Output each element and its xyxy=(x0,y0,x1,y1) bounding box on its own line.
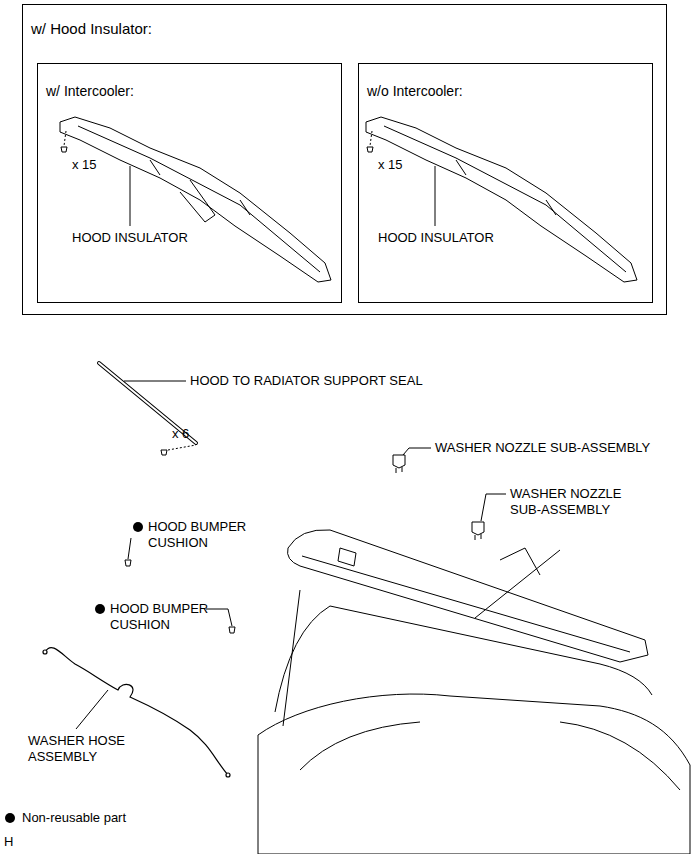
cushion-symbol xyxy=(125,560,131,566)
part-label: x 15 xyxy=(72,157,132,173)
washer-nozzle-detail xyxy=(396,467,402,473)
box-heading: w/o Intercooler: xyxy=(367,82,652,100)
washer-nozzle-symbol xyxy=(393,455,405,468)
engine-bay-edge xyxy=(275,606,652,712)
legend-text: Non-reusable part xyxy=(22,810,126,826)
leader-line xyxy=(206,609,232,626)
washer-nozzle-symbol xyxy=(472,522,484,535)
hood-insulator-w-intercooler xyxy=(60,117,331,282)
hood-emblem xyxy=(338,548,356,566)
washer-nozzles xyxy=(393,448,506,540)
insulator-panel xyxy=(60,117,331,282)
part-label: WASHER NOZZLE SUB-ASSEMBLY xyxy=(435,440,675,456)
seal-group xyxy=(99,363,196,455)
non-reusable-dot xyxy=(133,522,143,532)
leader-line xyxy=(124,381,186,382)
vehicle-illustration xyxy=(258,530,690,854)
part-label: WASHER NOZZLE SUB-ASSEMBLY xyxy=(510,486,630,518)
hood-hinge-line xyxy=(475,550,560,618)
washer-nozzle-detail xyxy=(475,534,481,540)
part-label: HOOD INSULATOR xyxy=(72,230,232,246)
part-label: HOOD TO RADIATOR SUPPORT SEAL xyxy=(190,373,450,389)
insulator-rib xyxy=(456,160,556,215)
part-label: HOOD INSULATOR xyxy=(378,230,538,246)
insulator-rib xyxy=(150,160,250,215)
screw-symbol xyxy=(61,147,67,152)
insulator-panel xyxy=(366,117,637,282)
option-box: w/ Intercooler: xyxy=(37,63,342,303)
screw-leader xyxy=(64,131,66,146)
figure-code: H xyxy=(4,834,24,850)
leader-line xyxy=(403,448,431,455)
screw-leader xyxy=(168,445,196,450)
cushion-symbol xyxy=(229,627,235,633)
insulator-rib xyxy=(384,126,626,272)
part-label: HOOD BUMPER CUSHION xyxy=(148,519,253,551)
hood-edge xyxy=(302,556,630,652)
screw-leader xyxy=(370,131,372,146)
legend-swatch xyxy=(5,813,15,823)
leader-line xyxy=(481,494,506,521)
hood-stay xyxy=(283,590,300,726)
fender-line xyxy=(300,722,680,790)
screw-symbol xyxy=(367,147,373,152)
insulator-flap xyxy=(180,180,215,222)
vehicle-body xyxy=(258,694,690,854)
box-heading: w/ Intercooler: xyxy=(46,82,341,100)
screw-symbol xyxy=(161,450,167,455)
hood-insulator-wo-intercooler xyxy=(366,117,637,282)
hose-end xyxy=(226,773,230,777)
part-label: WASHER HOSE ASSEMBLY xyxy=(28,733,128,765)
leader-line xyxy=(76,690,108,729)
leader-line xyxy=(130,166,131,226)
windshield-line xyxy=(500,548,540,575)
insulator-rib xyxy=(78,126,320,272)
part-label: x 15 xyxy=(378,157,438,173)
leader-line xyxy=(435,166,436,226)
part-label: x 6 xyxy=(172,426,212,442)
non-reusable-dot xyxy=(95,604,105,614)
hose-end xyxy=(43,650,47,654)
option-box: w/ Hood Insulator: w/ Intercooler: w/o Int… xyxy=(22,4,667,315)
hood-panel xyxy=(288,530,649,662)
leader-line xyxy=(128,538,131,559)
box-heading: w/ Hood Insulator: xyxy=(31,19,666,38)
part-label: HOOD BUMPER CUSHION xyxy=(110,601,215,633)
option-box: w/o Intercooler: xyxy=(358,63,653,303)
